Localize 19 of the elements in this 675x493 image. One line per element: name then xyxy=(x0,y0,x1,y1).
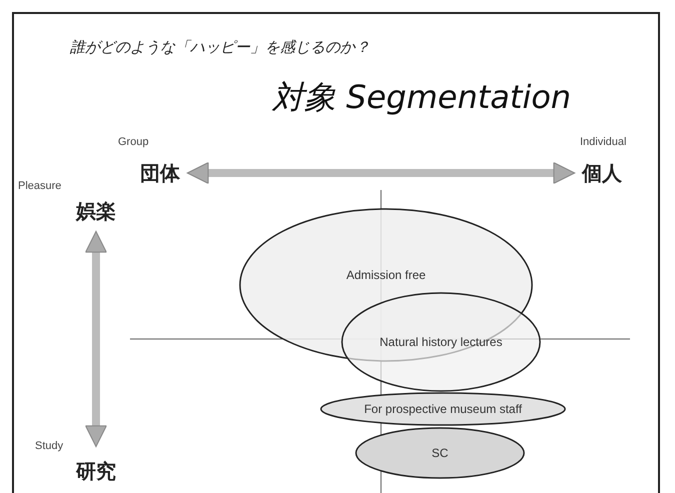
segment-label: SC xyxy=(432,446,448,460)
axis-label: 娯楽 xyxy=(76,198,116,224)
axis-label: 研究 xyxy=(76,458,116,484)
axis-caption: Group xyxy=(118,136,149,148)
axis-caption: Individual xyxy=(580,136,626,148)
axis-label: 個人 xyxy=(582,160,622,186)
title: 対象 Segmentation xyxy=(272,77,572,118)
question-text: 誰がどのような「ハッピー」を感じるのか？ xyxy=(70,38,370,57)
segment-label: For prospective museum staff xyxy=(364,402,522,416)
segment-label: Natural history lectures xyxy=(380,335,502,349)
double-arrow xyxy=(186,162,576,184)
axis-caption: Pleasure xyxy=(18,180,62,192)
double-arrow xyxy=(85,230,107,448)
axis-caption: Study xyxy=(35,440,64,452)
segment-ellipse xyxy=(355,427,525,479)
segment-ellipse xyxy=(341,292,541,392)
axis-label: 団体 xyxy=(140,160,180,186)
segment-label: Admission free xyxy=(346,268,426,282)
segment-ellipse xyxy=(320,392,566,426)
